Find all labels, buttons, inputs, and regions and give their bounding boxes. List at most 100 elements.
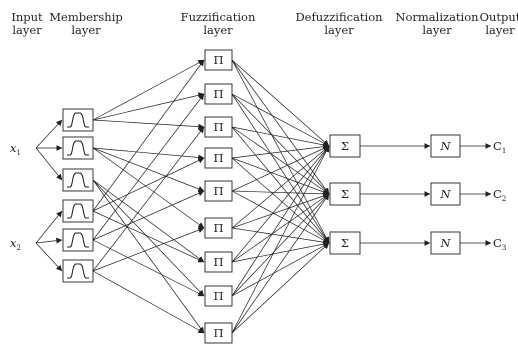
- wire-membership-5-to-rule-2: [92, 93, 205, 241]
- wire-rule-8-to-sum-3: [231, 242, 330, 297]
- header-membership-line-2: layer: [71, 23, 101, 37]
- sum-symbol: Σ: [341, 187, 349, 201]
- wire-membership-4-to-rule-4: [92, 157, 205, 212]
- product-symbol: Π: [213, 255, 223, 269]
- wire-rule-9-to-sum-1: [231, 145, 330, 334]
- wire-rule-3-to-sum-3: [231, 126, 330, 244]
- output-subscript: 3: [502, 244, 506, 252]
- fuzzification-node-6: Π: [204, 217, 233, 239]
- wire-rule-4-to-sum-3: [231, 157, 330, 244]
- output-symbol: C: [493, 187, 502, 201]
- wire-rule-2-to-sum-1: [231, 93, 330, 147]
- wire-membership-1-to-rule-1: [92, 59, 205, 121]
- fuzzification-node-2: Π: [204, 83, 233, 105]
- wire-membership-6-to-rule-9: [92, 270, 205, 334]
- header-defuzzification-line-2: layer: [324, 23, 354, 37]
- header-membership-line-1: Membership: [49, 10, 123, 24]
- wire-rule-1-to-sum-3: [231, 59, 330, 244]
- connections: [35, 59, 492, 334]
- bell-membership-function-icon: [67, 112, 89, 128]
- output-c2: C2: [493, 187, 506, 203]
- wire-membership-3-to-rule-9: [92, 179, 205, 334]
- normalization-symbol: N: [439, 187, 451, 201]
- wire-rule-9-to-sum-2: [231, 193, 330, 334]
- membership-node-4: [62, 199, 94, 223]
- product-symbol: Π: [213, 289, 223, 303]
- defuzzification-node-1: Σ: [329, 134, 361, 158]
- product-symbol: Π: [213, 151, 223, 165]
- wire-input-1-to-membership-3: [35, 147, 63, 181]
- fuzzification-node-4: Π: [204, 147, 233, 169]
- product-symbol: Π: [213, 87, 223, 101]
- membership-node-3: [62, 168, 94, 192]
- wire-rule-8-to-sum-1: [231, 145, 330, 297]
- bell-membership-function-icon: [67, 203, 89, 219]
- wire-rule-4-to-sum-2: [231, 157, 330, 195]
- fuzzification-node-3: Π: [204, 116, 233, 138]
- input-subscript: 2: [17, 244, 21, 252]
- wire-membership-1-to-rule-2: [92, 92, 205, 121]
- wire-rule-1-to-sum-1: [231, 59, 330, 147]
- wire-membership-1-to-rule-3: [92, 119, 205, 130]
- wire-rule-6-to-sum-2: [231, 193, 330, 229]
- wire-membership-4-to-rule-7: [92, 210, 205, 263]
- header-defuzzification-line-1: Defuzzification: [295, 10, 383, 24]
- product-symbol: Π: [213, 326, 223, 340]
- membership-node-1: [62, 108, 94, 132]
- input-subscript: 1: [17, 149, 21, 157]
- wire-input-2-to-membership-5: [35, 237, 63, 244]
- sum-symbol: Σ: [341, 139, 349, 153]
- normalization-node-2: N: [430, 182, 461, 206]
- wire-rule-5-to-sum-1: [231, 145, 330, 192]
- fuzzification-node-7: Π: [204, 251, 233, 273]
- output-symbol: C: [493, 236, 502, 250]
- wire-input-1-to-membership-1: [35, 119, 63, 149]
- input-symbol: x: [10, 236, 17, 250]
- output-symbol: C: [493, 139, 502, 153]
- product-symbol: Π: [213, 120, 223, 134]
- header-input-line-1: Input: [11, 10, 43, 24]
- normalization-node-3: N: [430, 231, 461, 255]
- wire-rule-7-to-sum-1: [231, 145, 330, 263]
- layer-headers: InputlayerMembershiplayerFuzzificationla…: [11, 10, 518, 37]
- header-fuzzification-line-2: layer: [203, 23, 233, 37]
- normalization-node-1: N: [430, 134, 461, 158]
- wire-input-2-to-membership-6: [35, 242, 63, 272]
- wire-membership-5-to-rule-8: [92, 239, 205, 297]
- output-subscript: 1: [502, 147, 506, 155]
- wire-rule-7-to-sum-3: [231, 241, 330, 263]
- wire-membership-6-to-rule-6: [92, 227, 205, 272]
- wire-rule-5-to-sum-3: [231, 190, 330, 244]
- output-c3: C3: [493, 236, 506, 252]
- product-symbol: Π: [213, 184, 223, 198]
- input-x1: x1: [10, 141, 21, 157]
- fuzzification-node-5: Π: [204, 180, 233, 202]
- wire-membership-6-to-rule-3: [92, 126, 205, 272]
- bell-membership-function-icon: [67, 232, 89, 248]
- wire-rule-3-to-sum-2: [231, 126, 330, 195]
- normalization-symbol: N: [439, 236, 451, 250]
- wire-input-2-to-membership-4: [35, 210, 63, 244]
- wire-rule-6-to-sum-3: [231, 227, 330, 246]
- header-normalization-line-1: Normalization: [395, 10, 479, 24]
- fuzzification-node-9: Π: [204, 322, 233, 344]
- wire-rule-1-to-sum-2: [231, 59, 330, 195]
- bell-membership-function-icon: [67, 263, 89, 279]
- wire-membership-5-to-rule-5: [92, 190, 205, 241]
- header-input-line-2: layer: [12, 23, 42, 37]
- membership-node-5: [62, 228, 94, 252]
- wire-rule-5-to-sum-2: [231, 190, 330, 197]
- wire-rule-9-to-sum-3: [231, 242, 330, 334]
- wire-membership-3-to-rule-8: [92, 179, 205, 297]
- output-c1: C1: [493, 139, 506, 155]
- wire-membership-4-to-rule-1: [92, 59, 205, 212]
- header-output-line-2: layer: [485, 23, 515, 37]
- input-x2: x2: [10, 236, 21, 252]
- sum-symbol: Σ: [341, 236, 349, 250]
- wire-membership-2-to-rule-6: [92, 147, 205, 229]
- defuzzification-node-2: Σ: [329, 182, 361, 206]
- header-fuzzification-line-1: Fuzzification: [181, 10, 256, 24]
- fuzzification-node-8: Π: [204, 285, 233, 307]
